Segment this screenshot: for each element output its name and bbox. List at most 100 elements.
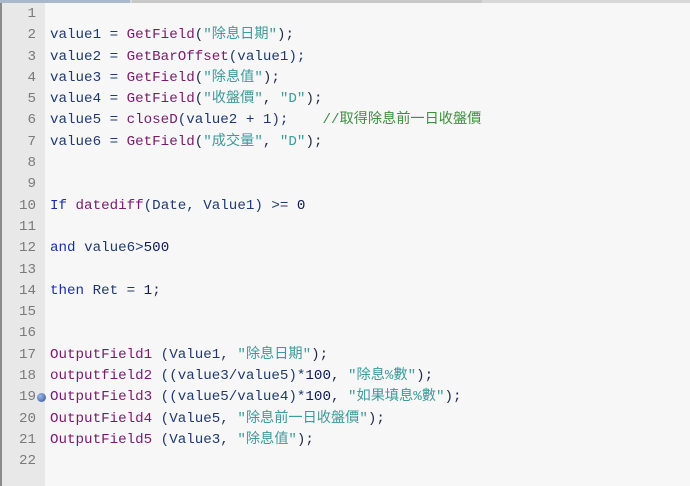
token-op: ); — [296, 431, 314, 448]
code-line[interactable]: 20 OutputField4 (Value5, "除息前一日收盤價"); — [2, 409, 690, 430]
token-id: ((value5/value4)* — [152, 389, 306, 406]
token-id: (value1); — [228, 48, 306, 65]
line-number: 21 — [18, 431, 36, 448]
line-number: 7 — [27, 133, 36, 150]
code-line[interactable]: 8 — [2, 153, 690, 174]
token-fn: GetBarOffset — [126, 48, 229, 65]
code-line[interactable]: 17 OutputField1 (Value1, "除息日期"); — [2, 345, 690, 366]
line-number: 17 — [18, 346, 36, 363]
token-id: value6 = — [50, 133, 127, 150]
code-line[interactable]: 1 — [2, 4, 690, 25]
line-number: 11 — [18, 218, 36, 235]
token-str: "除息日期" — [203, 27, 278, 44]
token-id: value4 = — [50, 91, 127, 108]
line-number: 15 — [18, 304, 36, 321]
token-kw: and — [50, 240, 85, 257]
line-number: 16 — [18, 325, 36, 342]
token-fn: datediff — [75, 197, 144, 214]
token-fn: OutputField3 — [50, 389, 153, 406]
line-number: 20 — [18, 410, 36, 427]
code-text: value5 = closeD(value2 + 1); //取得除息前一日收盤… — [50, 110, 481, 131]
token-num: 100 — [305, 389, 331, 406]
code-line[interactable]: 15 — [2, 302, 690, 323]
tab-active[interactable] — [0, 0, 130, 3]
token-op: ( — [194, 27, 204, 44]
line-number: 14 — [18, 282, 36, 299]
token-op: ); — [305, 133, 323, 150]
code-line[interactable]: 21 OutputField5 (Value3, "除息值"); — [2, 430, 690, 451]
token-str: "除息值" — [203, 69, 263, 86]
code-text: value3 = GetField("除息值"); — [50, 68, 280, 89]
token-fn: OutputField5 — [50, 431, 153, 448]
code-text: then Ret = 1; — [50, 281, 161, 302]
line-number: 13 — [18, 261, 36, 278]
token-fn: outputfield2 — [50, 368, 153, 385]
token-op: , — [330, 368, 348, 385]
token-fn: GetField — [126, 91, 195, 108]
editor-frame — [0, 3, 690, 486]
token-id: value3 = — [50, 69, 127, 86]
code-line[interactable]: 13 — [2, 260, 690, 281]
token-op: , — [262, 91, 280, 108]
token-id: ((value3/value5)* — [152, 368, 306, 385]
token-op: ); — [305, 91, 323, 108]
token-id: value6> — [84, 240, 144, 257]
code-line[interactable]: 5 value4 = GetField("收盤價", "D"); — [2, 89, 690, 110]
code-line[interactable]: 11 — [2, 217, 690, 238]
line-number: 2 — [27, 27, 36, 44]
token-num: 500 — [143, 240, 170, 257]
code-text: value4 = GetField("收盤價", "D"); — [50, 89, 322, 110]
code-text: and value6>500 — [50, 238, 169, 259]
code-text: outputfield2 ((value3/value5)*100, "除息%數… — [50, 366, 433, 387]
token-str: "除息%數" — [348, 368, 417, 385]
line-number: 19 — [18, 389, 36, 406]
code-line[interactable]: 18 outputfield2 ((value3/value5)*100, "除息… — [2, 366, 690, 387]
token-str: "成交量" — [203, 133, 263, 150]
token-op: ; — [152, 282, 161, 299]
token-fn: OutputField4 — [50, 410, 153, 427]
line-number: 6 — [27, 112, 36, 129]
token-id: Ret = — [92, 282, 144, 299]
token-op: ( — [194, 133, 204, 150]
breakpoint-icon[interactable] — [37, 393, 46, 403]
token-op: ); — [311, 346, 329, 363]
token-num: 100 — [305, 368, 331, 385]
code-text: OutputField4 (Value5, "除息前一日收盤價"); — [50, 409, 385, 430]
line-number: 8 — [27, 155, 36, 172]
code-line[interactable]: 7 value6 = GetField("成交量", "D"); — [2, 132, 690, 153]
code-line[interactable]: 16 — [2, 323, 690, 344]
line-number: 1 — [27, 6, 36, 22]
token-fn: GetField — [126, 69, 195, 86]
line-number: 10 — [18, 197, 36, 214]
token-num: 0 — [296, 197, 306, 214]
tab[interactable] — [132, 0, 482, 3]
code-line[interactable]: 2 value1 = GetField("除息日期"); — [2, 25, 690, 46]
line-number: 18 — [18, 368, 36, 385]
token-id: (Value5, — [152, 410, 238, 427]
token-id: value1 = — [50, 27, 127, 44]
token-kw: If — [50, 197, 76, 214]
token-id: (Value1, — [152, 346, 238, 363]
code-line[interactable]: 22 — [2, 451, 690, 472]
token-op: ( — [194, 69, 204, 86]
code-text: OutputField5 (Value3, "除息值"); — [50, 430, 314, 451]
code-line[interactable]: 14 then Ret = 1; — [2, 281, 690, 302]
token-num: 1 — [143, 282, 153, 299]
code-text: value6 = GetField("成交量", "D"); — [50, 132, 322, 153]
token-str: "收盤價" — [203, 91, 263, 108]
line-number: 5 — [27, 91, 36, 108]
token-str: "除息前一日收盤價" — [237, 410, 368, 427]
token-op: , — [330, 389, 348, 406]
code-text: OutputField1 (Value1, "除息日期"); — [50, 345, 328, 366]
token-op: , — [262, 133, 280, 150]
code-line[interactable]: 9 — [2, 174, 690, 195]
code-line[interactable]: 6 value5 = closeD(value2 + 1); //取得除息前一日收… — [2, 110, 690, 131]
token-id: value5 = — [50, 112, 127, 129]
code-text: value1 = GetField("除息日期"); — [50, 25, 294, 46]
